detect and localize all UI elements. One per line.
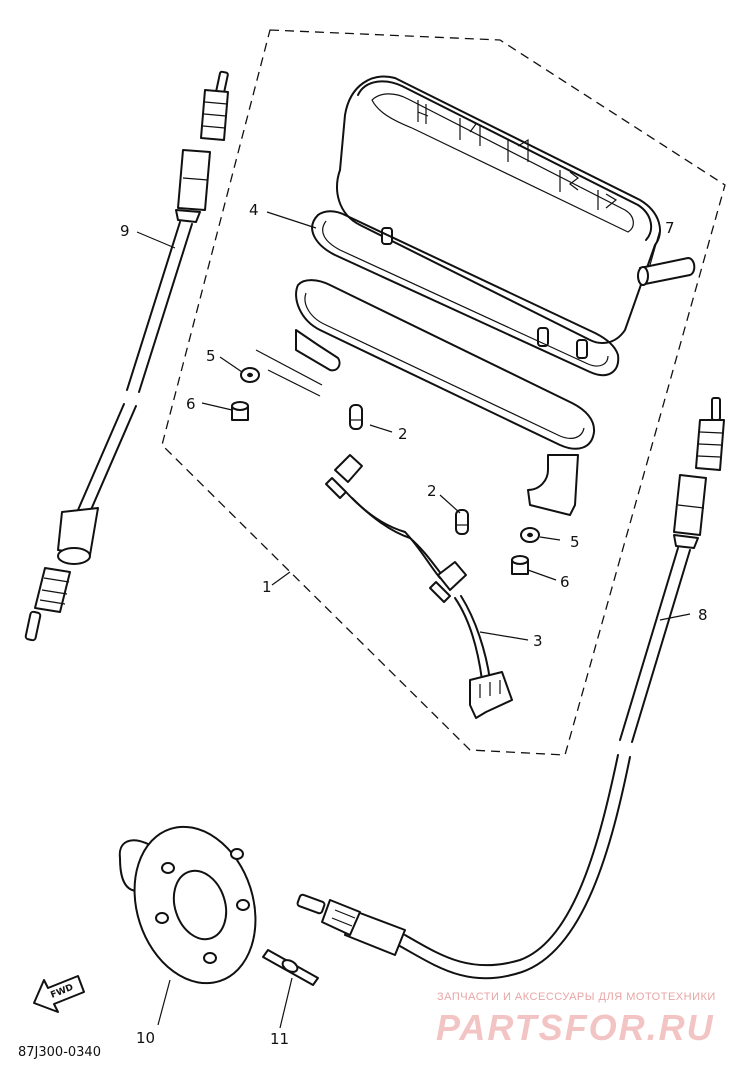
fwd-arrow: FWD [33,975,85,1013]
callout-5-left: 5 [206,347,216,365]
stud-left [381,227,393,245]
cable-9-left [24,70,229,642]
callout-3: 3 [533,632,543,650]
stud-right [576,339,588,359]
speedometer-gear-flange [118,825,257,985]
callout-10: 10 [136,1029,155,1047]
assembly-boundary [161,29,726,756]
callout-7: 7 [665,219,675,237]
bulb-2-upper [349,404,363,430]
callout-4: 4 [249,201,259,219]
watermark-tagline: ЗАПЧАСТИ И АКСЕССУАРЫ ДЛЯ МОТОТЕХНИКИ [437,991,716,1003]
stud-mid [537,327,549,347]
gasket-ring [311,210,620,377]
callout-8: 8 [698,606,708,624]
callout-5-right: 5 [570,533,580,551]
watermark-logo: PARTSFOR.RU [436,1007,715,1048]
trip-reset-knob [637,257,696,286]
mounting-bracket-ring [295,279,596,516]
drawing-code: 87J300-0340 [18,1045,101,1060]
grommet-6-right [511,555,529,575]
callout-11: 11 [270,1030,289,1048]
cable-8-right [296,397,725,980]
drive-pin [262,949,319,986]
callout-2-lower: 2 [427,482,437,500]
leader-lines [136,211,691,1029]
bulb-2-lower [455,509,469,535]
callout-1: 1 [262,578,272,596]
meter-housing [336,75,661,359]
grommet-6-left [231,401,249,421]
callout-2-upper: 2 [398,425,408,443]
callout-6-right: 6 [560,573,570,591]
callout-9: 9 [120,222,130,240]
washer-5-left [240,367,260,383]
socket-harness [325,454,513,719]
callout-6-left: 6 [186,395,196,413]
washer-5-right [520,527,540,543]
